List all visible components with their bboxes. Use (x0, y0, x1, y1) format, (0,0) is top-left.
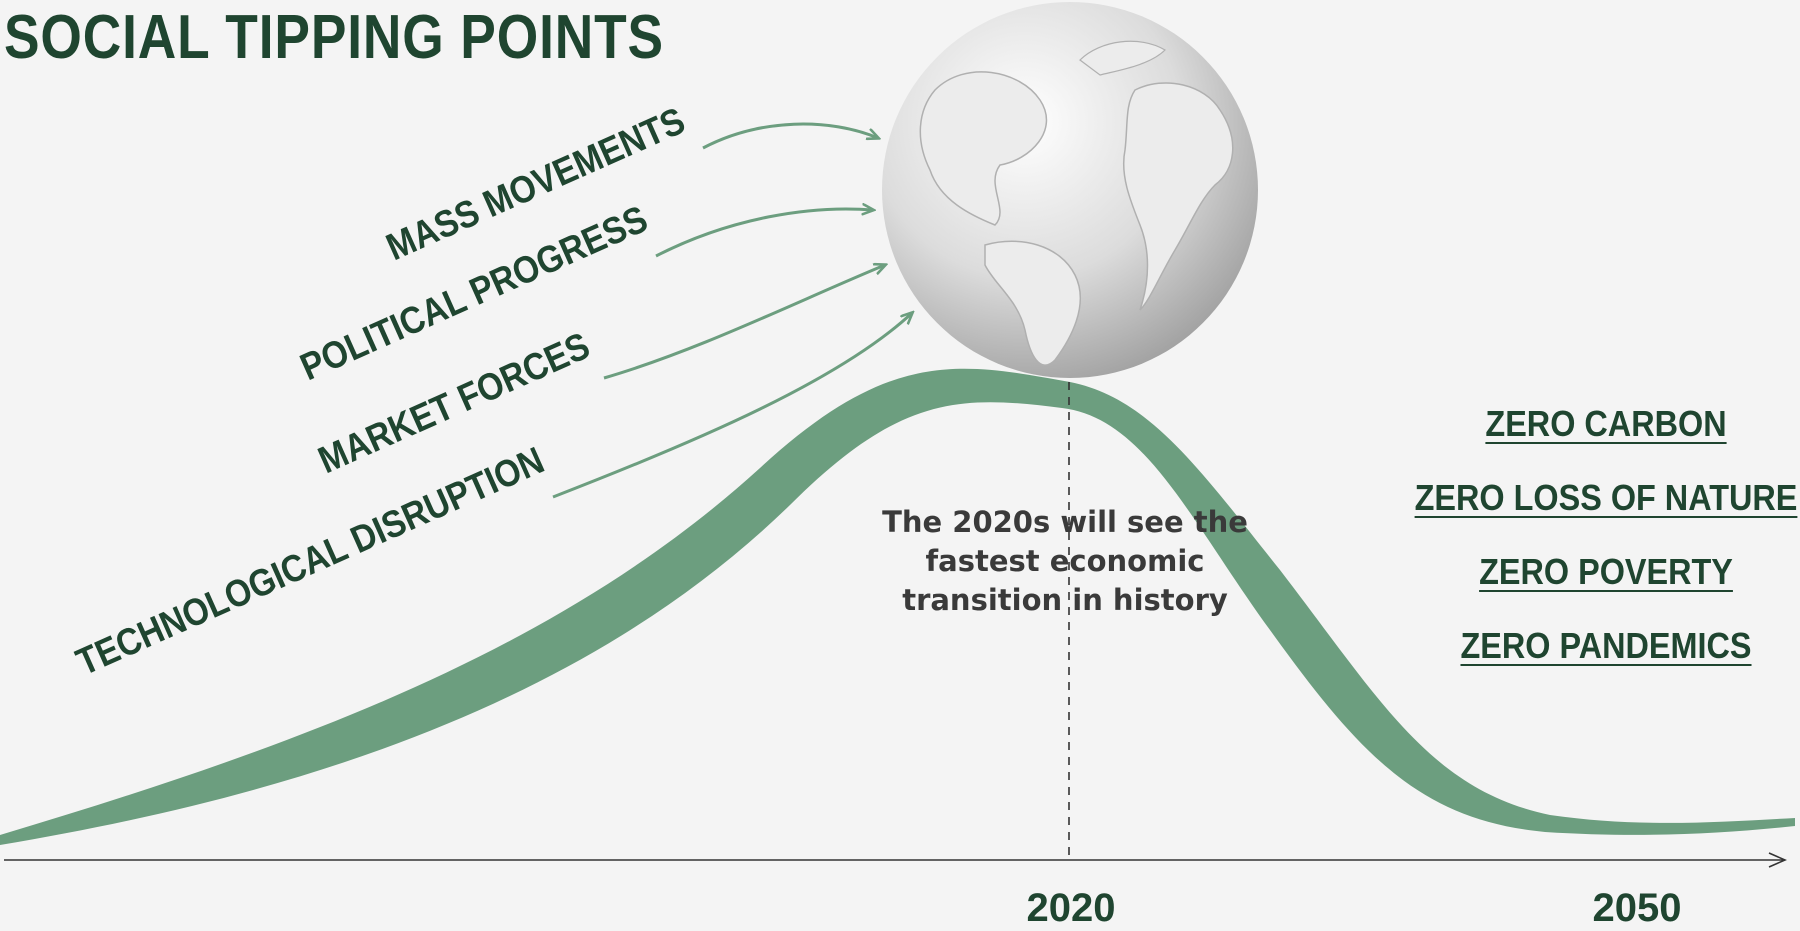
arrow-mass-movements (702, 122, 878, 150)
arrow-political-progress (655, 209, 873, 258)
goal-zero-loss-of-nature: ZERO LOSS OF NATURE (1414, 477, 1798, 518)
arrow-technological-disruption (552, 313, 912, 499)
transition-note: The 2020s will see the fastest economic … (882, 505, 1248, 617)
goal-zero-carbon: ZERO CARBON (1485, 403, 1727, 444)
goal-zero-poverty: ZERO POVERTY (1479, 551, 1733, 592)
axis-label-2050: 2050 (1592, 886, 1682, 930)
goal-zero-pandemics: ZERO PANDEMICS (1460, 625, 1752, 666)
earth-globe-icon (882, 2, 1258, 378)
page-title: SOCIAL TIPPING POINTS (4, 3, 664, 72)
tipping-curve (0, 368, 1795, 845)
axis-label-2020: 2020 (1026, 886, 1116, 930)
arrow-market-forces (603, 265, 885, 380)
